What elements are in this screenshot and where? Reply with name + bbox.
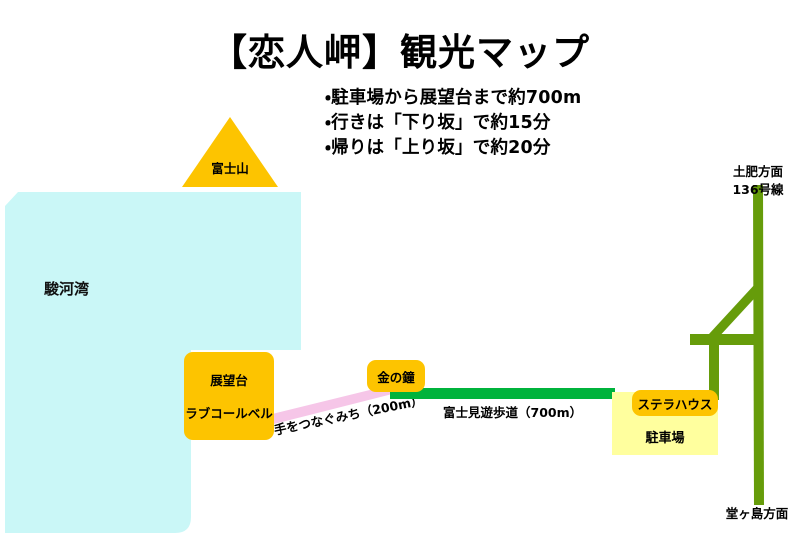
fujimi-promenade-label: 富士見遊歩道（700m）	[443, 405, 583, 420]
golden-bell-label: 金の鐘	[377, 369, 415, 385]
info-note-item: ・帰りは「上り坂」で約20分	[325, 138, 551, 158]
mount-fuji-label: 富士山	[211, 161, 249, 176]
fujimi-promenade-line	[390, 388, 615, 399]
stella-house-label: ステラハウス	[637, 396, 713, 412]
golden-bell-place-box[interactable]: 金の鐘	[367, 360, 425, 392]
road-destination-south-label: 堂ヶ島方面	[725, 506, 789, 521]
suruga-bay-label: 駿河湾	[44, 280, 90, 298]
stella-house-place-box[interactable]: ステラハウス	[632, 390, 718, 416]
hand-holding-path-line	[268, 384, 400, 424]
parking-label: 駐車場	[645, 431, 685, 446]
info-note-item: ・行きは「下り坂」で約15分	[325, 113, 551, 133]
info-note-item: ・駐車場から展望台まで約700m	[325, 88, 582, 108]
road-destination-north-line1: 土肥方面	[732, 164, 783, 179]
mount-fuji-icon	[182, 117, 278, 187]
route-136-road	[690, 185, 764, 505]
observatory-label-line2: ラブコールベル	[185, 406, 273, 421]
observatory-label-line1: 展望台	[210, 373, 248, 388]
info-note-list: ・駐車場から展望台まで約700m ・行きは「下り坂」で約15分 ・帰りは「上り坂…	[325, 86, 655, 161]
page-title: 【恋人岬】観光マップ	[210, 31, 590, 74]
road-destination-north-label: 土肥方面 136号線	[716, 163, 800, 199]
suruga-bay-water-area	[5, 192, 301, 533]
road-route-number: 136号線	[732, 182, 784, 197]
observatory-place-box[interactable]: 展望台 ラブコールベル	[184, 352, 274, 440]
